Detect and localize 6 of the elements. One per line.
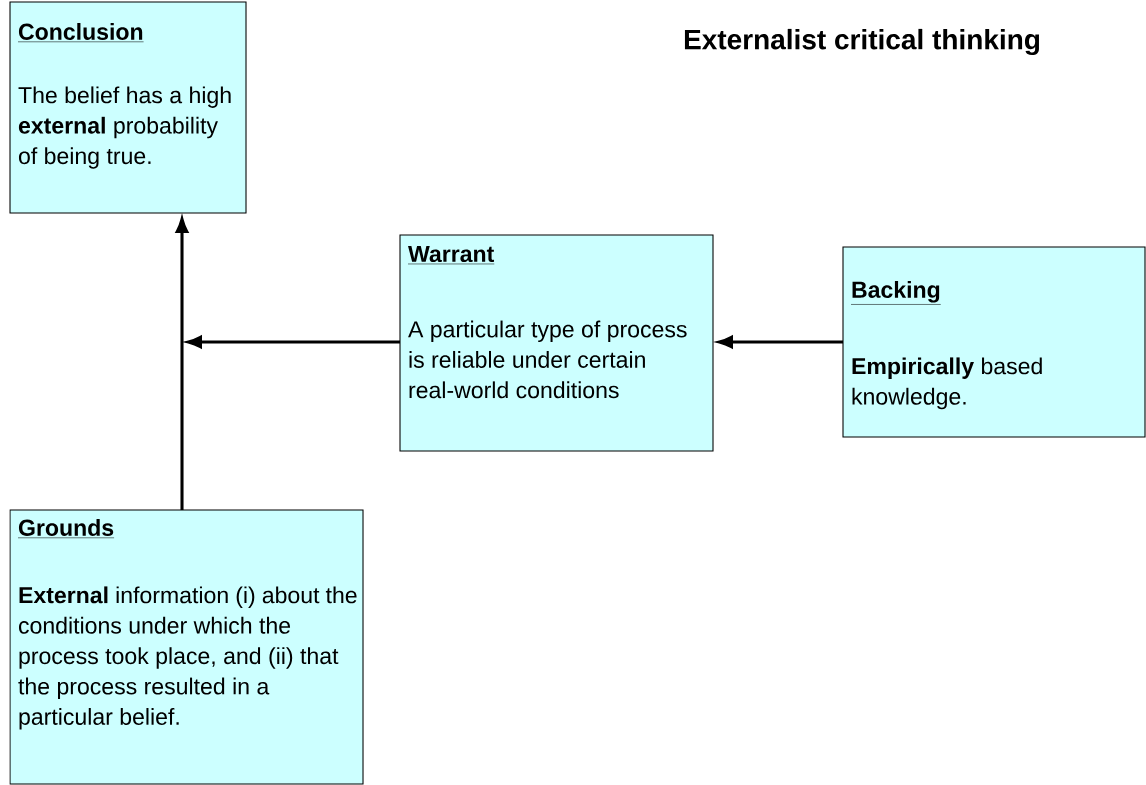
title: Externalist critical thinking <box>684 28 1040 56</box>
text-box: Conclusion The belief has a high external probability of being true. <box>9 1 247 214</box>
text-box: Backing Empirically based knowledge. <box>842 246 1146 438</box>
arrow <box>186 335 400 349</box>
text-box: Warrant A particular type of process is reliable under certain real-world conditions <box>399 234 714 452</box>
text-box: Grounds External information (i) about the conditions under which the process took place, and (ii) that the process resulted in a particular belief. <box>9 509 364 785</box>
